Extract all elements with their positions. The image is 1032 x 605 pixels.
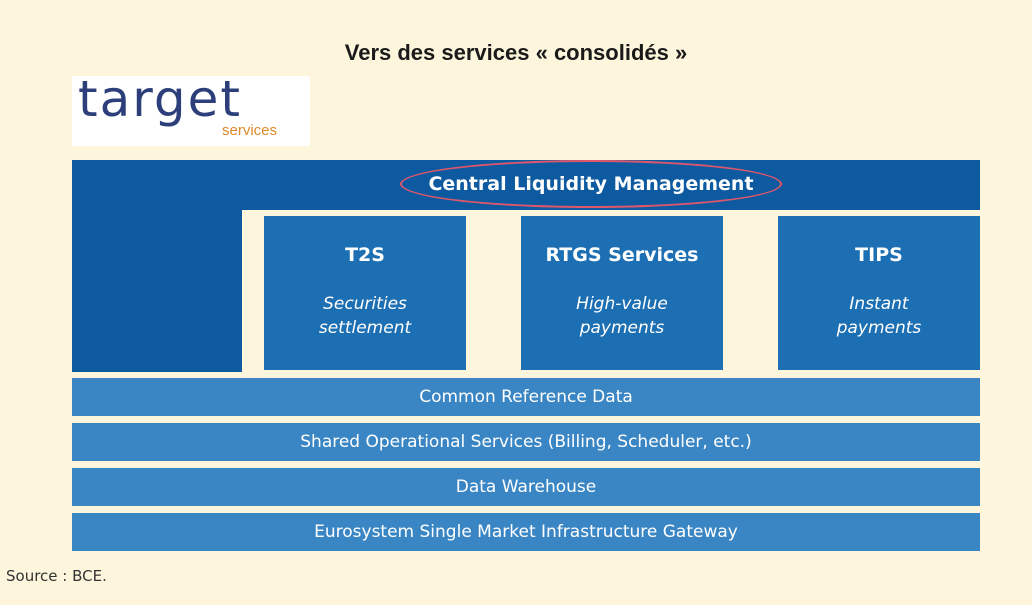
layer-shared-operational-services: Shared Operational Services (Billing, Sc…: [72, 423, 980, 461]
diagram-title: Vers des services « consolidés »: [344, 40, 688, 65]
target-services-logo: target services: [72, 70, 310, 146]
service-description: Securities settlement: [318, 294, 412, 338]
service-description: High-value payments: [576, 294, 668, 338]
highlight-ellipse: [400, 160, 782, 208]
layer-common-reference-data: Common Reference Data: [72, 378, 980, 416]
service-name: T2S: [345, 244, 385, 266]
service-name: RTGS Services: [545, 244, 699, 266]
source-note: Source : BCE.: [6, 567, 107, 585]
service-name: TIPS: [855, 244, 903, 266]
logo-word: target: [78, 70, 243, 128]
service-box-rtgs: RTGS Services High-value payments: [521, 216, 723, 370]
layer-esmig-gateway: Eurosystem Single Market Infrastructure …: [72, 513, 980, 551]
service-box-t2s: T2S Securities settlement: [264, 216, 466, 370]
layer-data-warehouse: Data Warehouse: [72, 468, 980, 506]
service-description: Instant payments: [836, 294, 922, 338]
logo-subword: services: [222, 122, 278, 139]
service-box-tips: TIPS Instant payments: [778, 216, 980, 370]
